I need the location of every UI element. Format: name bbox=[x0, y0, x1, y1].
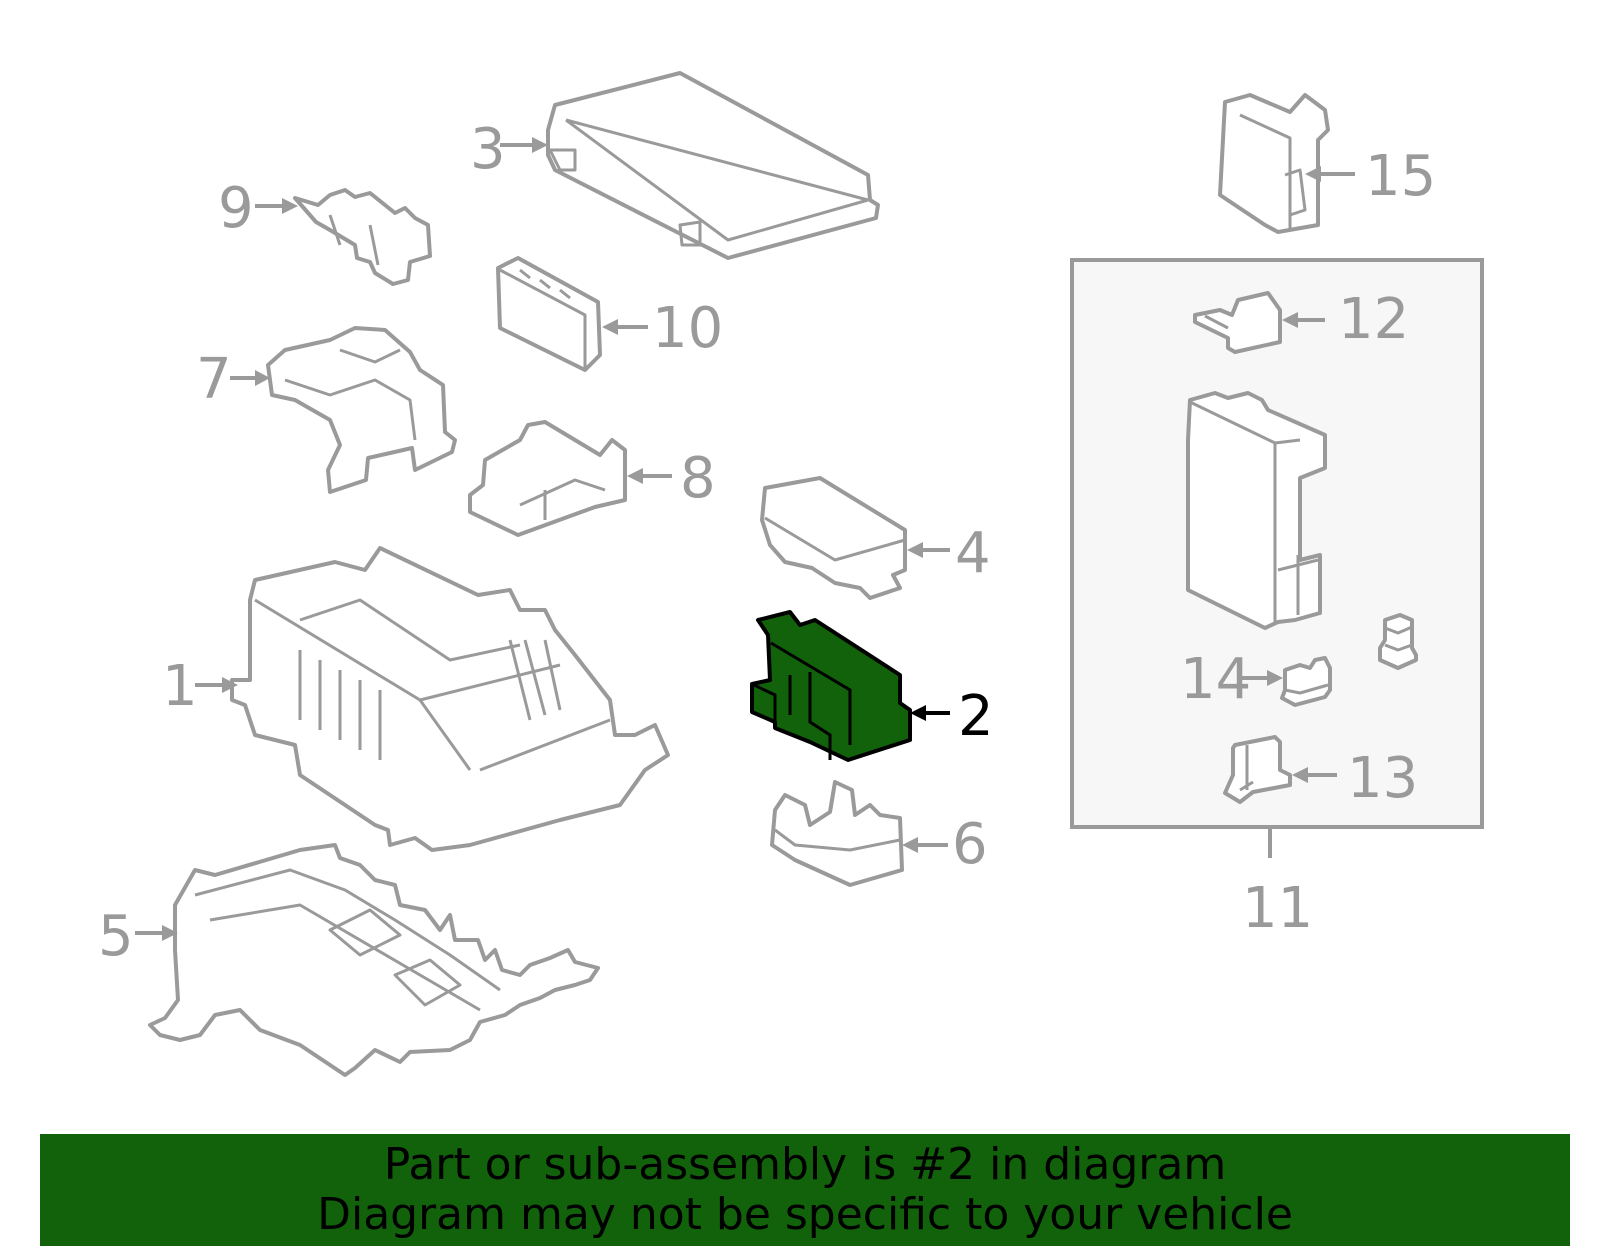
part-11-clip[interactable] bbox=[1378, 613, 1418, 670]
svg-text:10: 10 bbox=[652, 296, 723, 361]
callout-11: 11 bbox=[1242, 876, 1313, 941]
svg-text:6: 6 bbox=[952, 812, 988, 877]
callout-3: 3 bbox=[470, 117, 548, 182]
footer-line-part-number: Part or sub-assembly is #2 in diagram bbox=[383, 1139, 1227, 1190]
part-6[interactable] bbox=[770, 780, 904, 887]
part-2-highlighted[interactable] bbox=[750, 610, 912, 762]
svg-text:4: 4 bbox=[955, 521, 991, 586]
part-1-main-box[interactable] bbox=[230, 546, 670, 852]
part-13[interactable] bbox=[1223, 735, 1292, 804]
svg-text:8: 8 bbox=[680, 446, 716, 511]
part-4[interactable] bbox=[760, 476, 907, 600]
callout-13: 13 bbox=[1292, 746, 1418, 811]
callout-4: 4 bbox=[907, 521, 991, 586]
part-12[interactable] bbox=[1193, 291, 1282, 354]
callout-15: 15 bbox=[1305, 144, 1436, 209]
part-9[interactable] bbox=[293, 188, 432, 286]
part-5-lower-tray[interactable] bbox=[148, 843, 600, 1077]
part-8[interactable] bbox=[468, 420, 627, 537]
footer-banner: Part or sub-assembly is #2 in diagram Di… bbox=[40, 1134, 1570, 1246]
svg-text:9: 9 bbox=[218, 176, 254, 241]
svg-text:14: 14 bbox=[1180, 647, 1251, 712]
svg-text:15: 15 bbox=[1365, 144, 1436, 209]
svg-text:12: 12 bbox=[1338, 287, 1409, 352]
part-3-cover[interactable] bbox=[546, 71, 880, 260]
parts-diagram: 3 9 10 7 8 bbox=[98, 71, 1484, 1077]
part-7[interactable] bbox=[266, 326, 457, 494]
svg-text:2: 2 bbox=[958, 684, 994, 749]
callout-8: 8 bbox=[627, 446, 716, 511]
svg-text:11: 11 bbox=[1242, 876, 1313, 941]
part-11-module[interactable] bbox=[1186, 391, 1327, 630]
callout-5: 5 bbox=[98, 904, 178, 969]
footer-line-disclaimer: Diagram may not be specific to your vehi… bbox=[317, 1189, 1293, 1240]
part-10[interactable] bbox=[496, 256, 602, 372]
svg-text:1: 1 bbox=[162, 654, 198, 719]
part-14[interactable] bbox=[1280, 656, 1332, 707]
callout-6: 6 bbox=[902, 812, 988, 877]
svg-text:5: 5 bbox=[98, 904, 134, 969]
svg-text:3: 3 bbox=[470, 117, 506, 182]
callout-1: 1 bbox=[162, 654, 238, 719]
callout-14: 14 bbox=[1180, 647, 1283, 712]
callout-7: 7 bbox=[196, 347, 270, 412]
svg-text:13: 13 bbox=[1347, 746, 1418, 811]
callout-12: 12 bbox=[1282, 287, 1409, 352]
svg-text:7: 7 bbox=[196, 347, 232, 412]
part-15[interactable] bbox=[1218, 93, 1330, 234]
callout-10: 10 bbox=[602, 296, 723, 361]
callout-9: 9 bbox=[218, 176, 298, 241]
callout-2: 2 bbox=[910, 684, 994, 749]
